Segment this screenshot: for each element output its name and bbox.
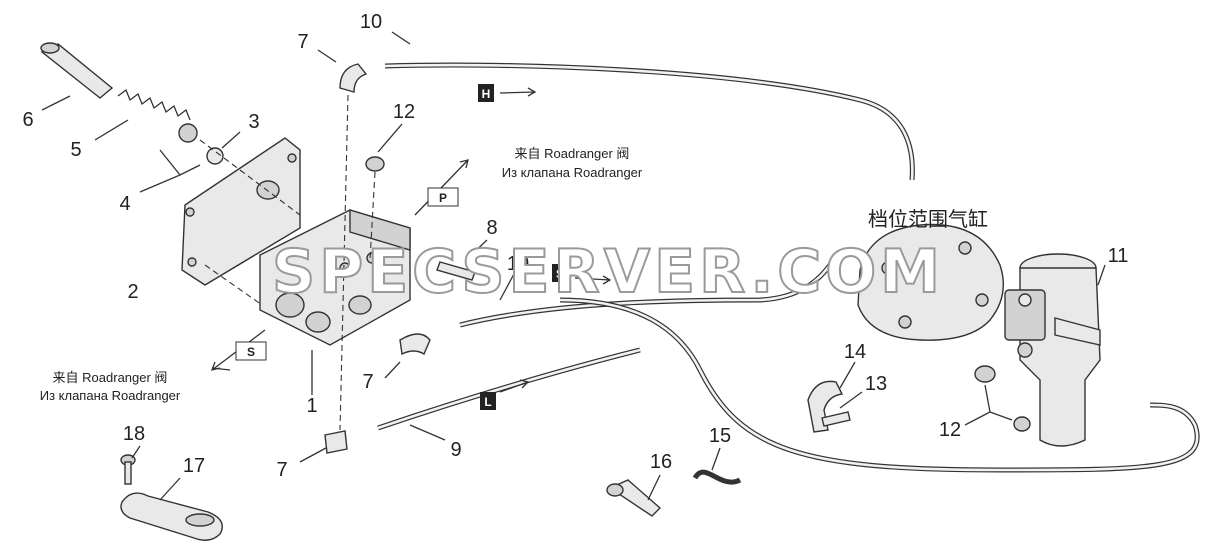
hose-9 xyxy=(377,347,641,431)
leader-lines xyxy=(41,31,1106,501)
screw-18 xyxy=(120,454,136,485)
svg-text:S: S xyxy=(247,345,255,359)
callout-10-mid: 10 xyxy=(507,253,529,275)
callout-8: 8 xyxy=(486,217,497,239)
valve-body xyxy=(259,209,411,346)
port-label-p: P xyxy=(427,187,459,207)
spring-part xyxy=(117,88,191,121)
callout-numbers: 1 2 3 4 5 6 7 7 7 8 9 10 10 11 12 12 13 … xyxy=(22,11,1128,481)
plug-part-lower-a xyxy=(974,365,996,383)
elbow-fitting-low xyxy=(324,430,348,454)
svg-text:H: H xyxy=(482,87,491,101)
callout-2: 2 xyxy=(127,281,138,303)
callout-13: 13 xyxy=(865,373,887,395)
caption-from-roadranger-ru-left: Из клапана Roadranger xyxy=(40,388,181,403)
fitting-8 xyxy=(436,261,476,281)
plunger-part xyxy=(40,42,114,99)
callout-14: 14 xyxy=(844,341,866,363)
callout-12-lower: 12 xyxy=(939,419,961,441)
callout-7-top: 7 xyxy=(297,31,308,53)
svg-text:S: S xyxy=(556,267,564,281)
port-label-h: H xyxy=(478,84,494,102)
callout-4: 4 xyxy=(119,193,130,215)
caption-from-roadranger-cn-left: 来自 Roadranger 阀 xyxy=(53,370,168,385)
caption-from-roadranger-cn-top: 来自 Roadranger 阀 xyxy=(515,146,630,161)
plug-part-upper xyxy=(365,156,385,172)
callout-1: 1 xyxy=(306,395,317,417)
clamp-14 xyxy=(807,380,851,433)
bolt-16 xyxy=(606,479,662,517)
callout-9: 9 xyxy=(450,439,461,461)
elbow-fitting-mid xyxy=(399,333,431,356)
callout-15: 15 xyxy=(709,425,731,447)
bushing-part xyxy=(178,123,224,165)
port-label-s-left: S xyxy=(235,341,267,361)
callout-7-mid: 7 xyxy=(362,371,373,393)
port-label-l: L xyxy=(480,392,496,410)
caption-range-cylinder: 档位范围气缸 xyxy=(868,208,988,231)
callout-10-top: 10 xyxy=(360,11,382,33)
callout-12-upper: 12 xyxy=(393,101,415,123)
elbow-fitting-top xyxy=(339,63,368,93)
callout-7-low: 7 xyxy=(276,459,287,481)
callout-11: 11 xyxy=(1108,245,1129,267)
callout-3: 3 xyxy=(248,111,259,133)
plug-part-lower-b xyxy=(1013,416,1031,432)
hose-long-loop xyxy=(559,297,1200,473)
port-label-s-right: S xyxy=(552,264,568,282)
callout-5: 5 xyxy=(70,139,81,161)
hose-10-lower xyxy=(459,260,835,328)
svg-text:L: L xyxy=(484,395,491,409)
callout-17: 17 xyxy=(183,455,205,477)
callout-18: 18 xyxy=(123,423,145,445)
range-cylinder xyxy=(857,223,1004,341)
mounting-plate xyxy=(181,137,301,286)
hose-10-upper xyxy=(384,62,915,181)
callout-6: 6 xyxy=(22,109,33,131)
range-valve xyxy=(1004,253,1101,447)
callout-16: 16 xyxy=(650,451,672,473)
svg-text:P: P xyxy=(439,191,447,205)
fitting-15 xyxy=(692,469,742,485)
watermark: SPECSERVER.COM xyxy=(272,237,944,307)
caption-from-roadranger-ru-top: Из клапана Roadranger xyxy=(502,165,643,180)
lever-17 xyxy=(120,492,223,541)
